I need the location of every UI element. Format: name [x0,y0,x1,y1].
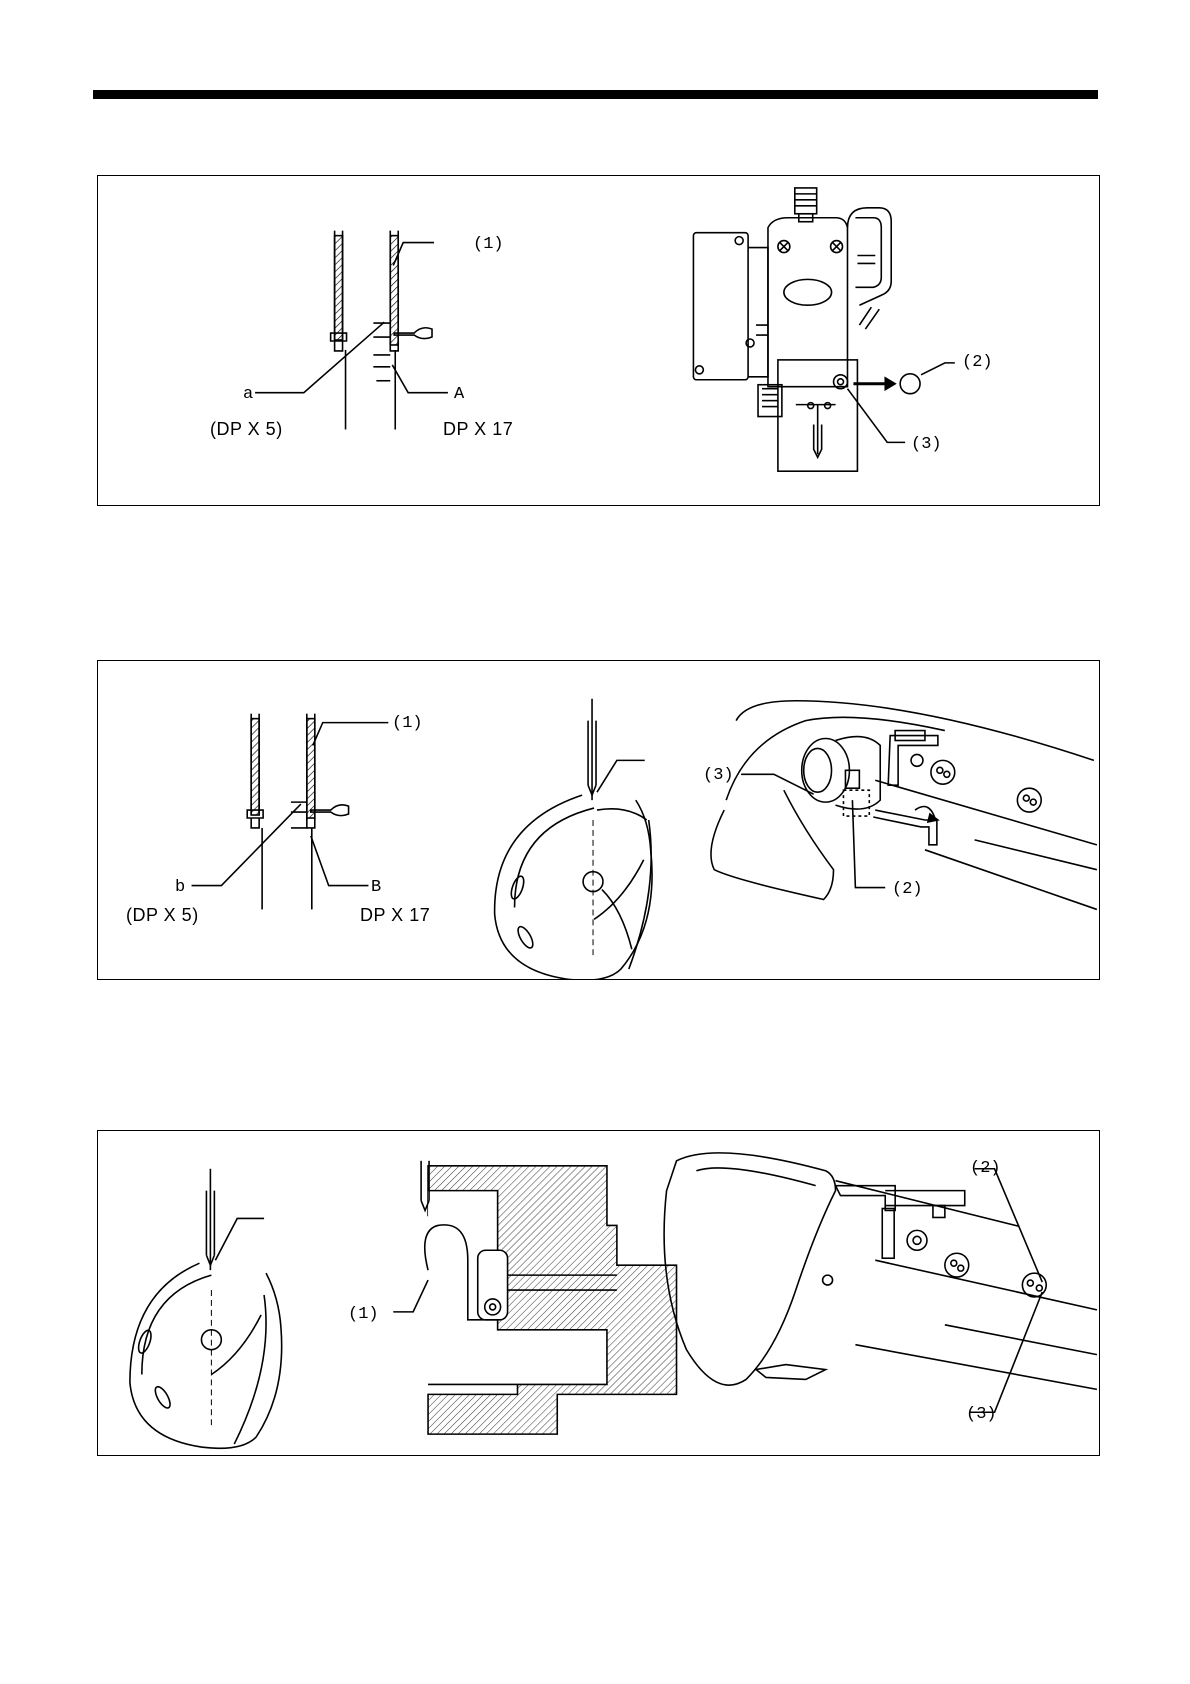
figure-panel-needle-guard: (1) (2) (3) [97,1130,1100,1456]
needle-guard-illustration [98,1131,1099,1455]
callout-A: A [454,386,464,403]
callout-1-needle-bar: (1) [392,715,423,732]
figure-panel-needle-hook-timing: (1) b B (DP X 5) DP X 17 (3) (2) [97,660,1100,980]
callout-1-needle-guard: (1) [348,1306,379,1323]
top-rule [93,90,1098,99]
callout-B: B [371,879,381,896]
callout-2-cap: (2) [962,354,993,371]
needle-guard-section-view [393,1161,676,1434]
callout-3-screw: (3) [911,436,942,453]
needle-type-dpx17: DP X 17 [360,906,430,924]
callout-b: b [175,879,185,896]
needle-hook-timing-illustration [98,661,1099,979]
callout-2-setscrew: (2) [892,881,923,898]
needle-type-dpx5: (DP X 5) [210,420,283,438]
needle-type-dpx17: DP X 17 [443,420,513,438]
callout-1-needle-bar: (1) [473,236,504,253]
machine-head-front-view [693,188,954,471]
callout-2-screw: (2) [970,1160,1001,1177]
needle-type-dpx5: (DP X 5) [126,906,199,924]
rotary-hook-diagram [495,699,652,979]
callout-a: a [243,386,253,403]
callout-3-screw: (3) [966,1406,997,1423]
needle-bar-diagram-2 [192,714,389,910]
figure-panel-needle-bar-height: (1) a A (DP X 5) DP X 17 (2) (3) [97,175,1100,506]
bed-underside-view [664,1153,1097,1412]
needle-bar-diagram [255,231,448,430]
rotary-hook-diagram-3 [130,1169,282,1449]
callout-3-hook: (3) [703,767,734,784]
hook-bed-view [711,701,1097,910]
needle-bar-height-illustration [98,176,1099,505]
